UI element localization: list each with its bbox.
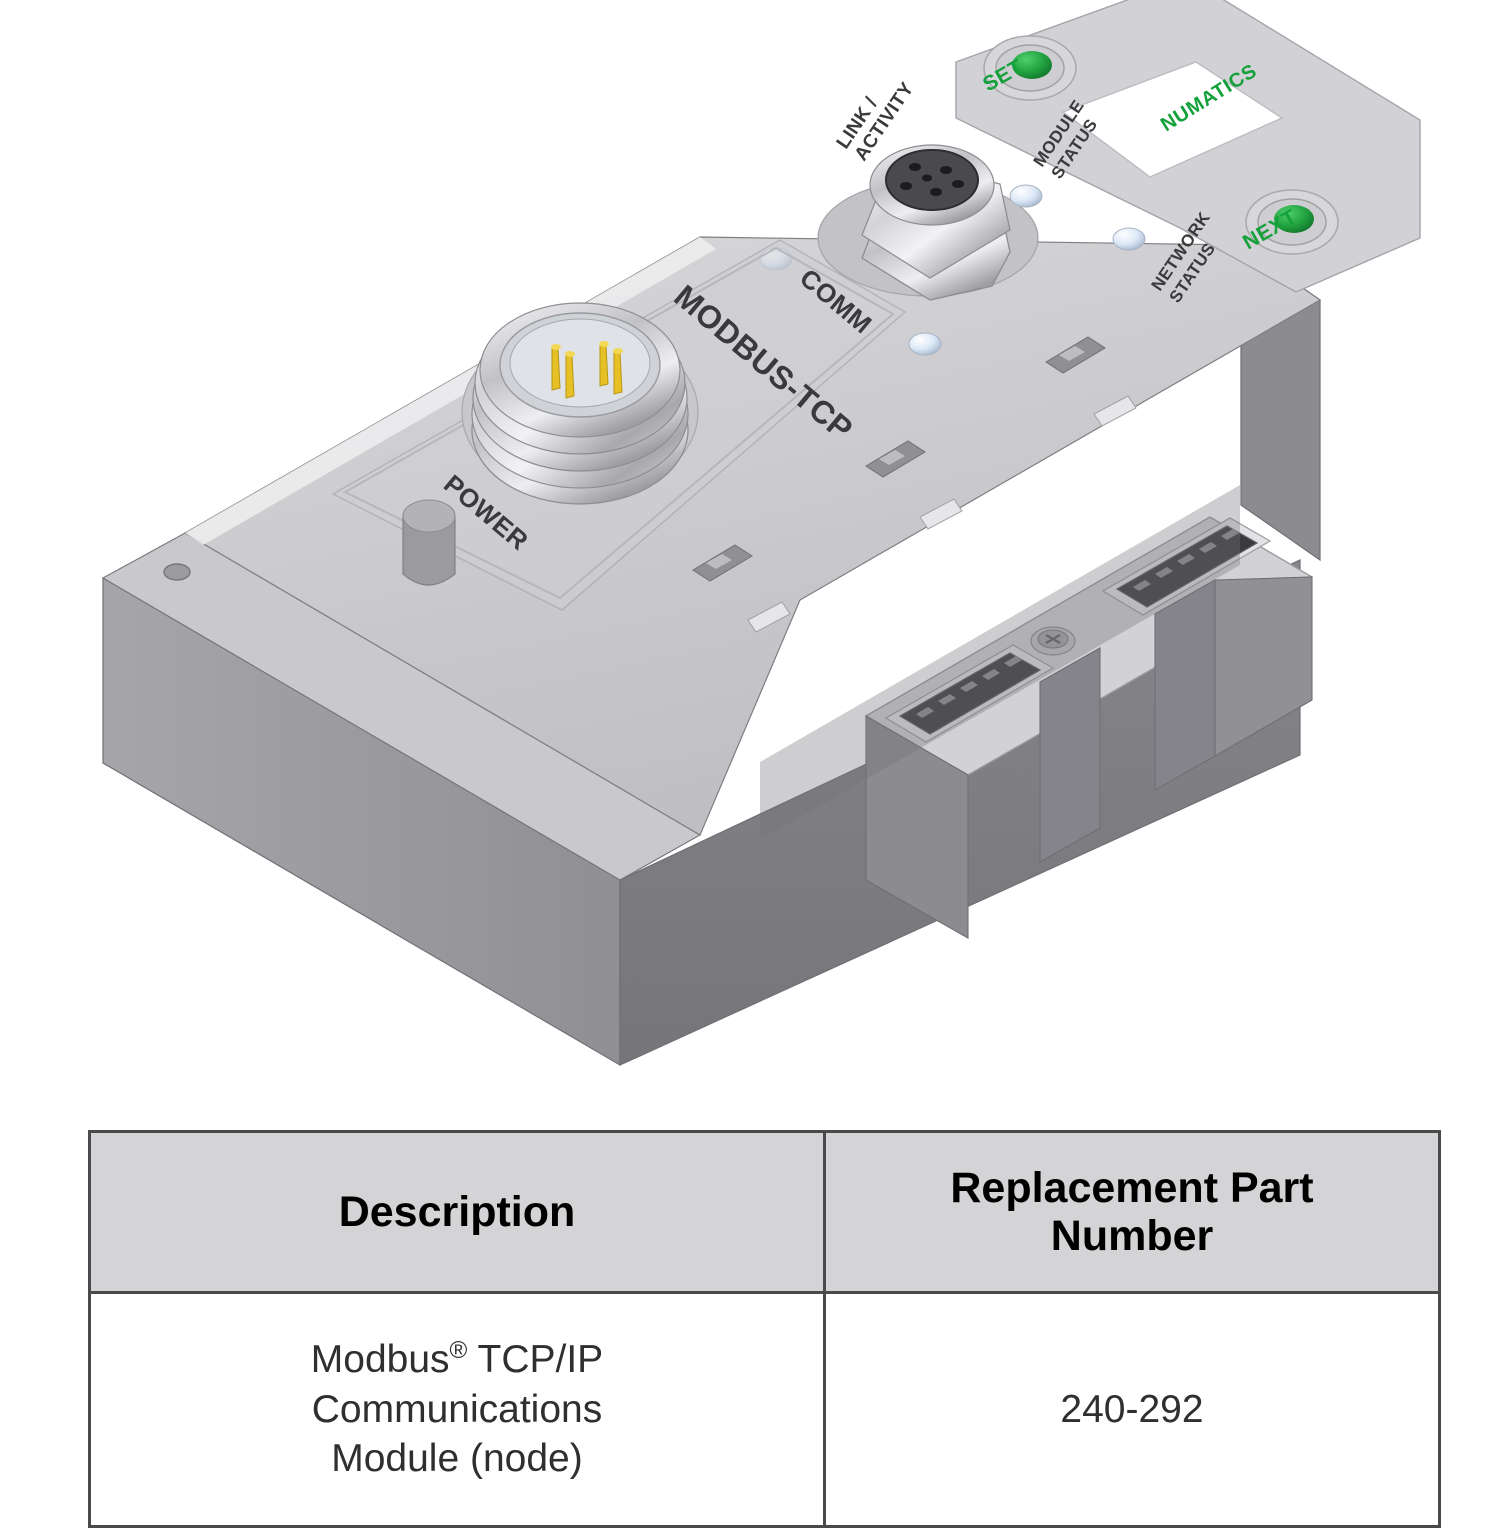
table-header-row: Description Replacement Part Number (88, 1130, 1441, 1294)
edge-tabs (747, 395, 1137, 633)
mounting-hole (163, 563, 191, 581)
set-button[interactable]: SET (979, 35, 1077, 101)
mount-fin-left (865, 715, 969, 939)
header-part-number: Replacement Part Number (823, 1130, 1441, 1294)
mount-fin-middle (1039, 647, 1101, 863)
table-row: Modbus® TCP/IP Communications Module (no… (88, 1291, 1441, 1528)
description-line1-post: TCP/IP (467, 1337, 604, 1381)
led-comm-bottom (908, 332, 942, 356)
alignment-boss (402, 499, 456, 586)
header-description: Description (88, 1130, 826, 1294)
next-button[interactable]: NEXT (1239, 189, 1339, 255)
connector-pin-holes (900, 163, 964, 196)
description-line3: Module (node) (331, 1437, 583, 1481)
header-part-number-line2: Number (1050, 1212, 1214, 1260)
connector-mount-plate (864, 516, 1314, 939)
connector-socket-rim (885, 149, 979, 211)
description-line2: Communications (311, 1387, 603, 1431)
replacement-parts-table: Description Replacement Part Number Modb… (88, 1130, 1441, 1528)
mounting-screw (1030, 626, 1076, 656)
header-part-number-line1: Replacement Part (950, 1163, 1314, 1212)
mount-plate-right-face (1214, 576, 1313, 757)
power-connector-pins (551, 341, 623, 399)
ethernet-connector (817, 144, 1039, 301)
led-network-status (1112, 227, 1146, 251)
ribbon-connector-upper (1101, 517, 1272, 616)
control-panel: SET NUMATICS NEXT (955, 0, 1421, 293)
power-connector-insert (509, 318, 651, 408)
latch-slots (692, 336, 1106, 582)
device-illustration: SET NUMATICS NEXT (101, 0, 1421, 1067)
cell-description: Modbus® TCP/IP Communications Module (no… (88, 1291, 826, 1528)
lcd-screen (1061, 61, 1284, 178)
front-face-recess (760, 485, 1240, 840)
registered-trademark-icon: ® (449, 1336, 468, 1364)
power-connector (461, 302, 699, 505)
mount-fin-right (1154, 579, 1216, 791)
description-line1-pre: Modbus (310, 1337, 450, 1381)
cell-part-number: 240-292 (823, 1291, 1441, 1528)
lcd-display (1061, 61, 1284, 178)
ribbon-connector-lower (884, 644, 1055, 743)
led-module-status (1009, 184, 1043, 208)
